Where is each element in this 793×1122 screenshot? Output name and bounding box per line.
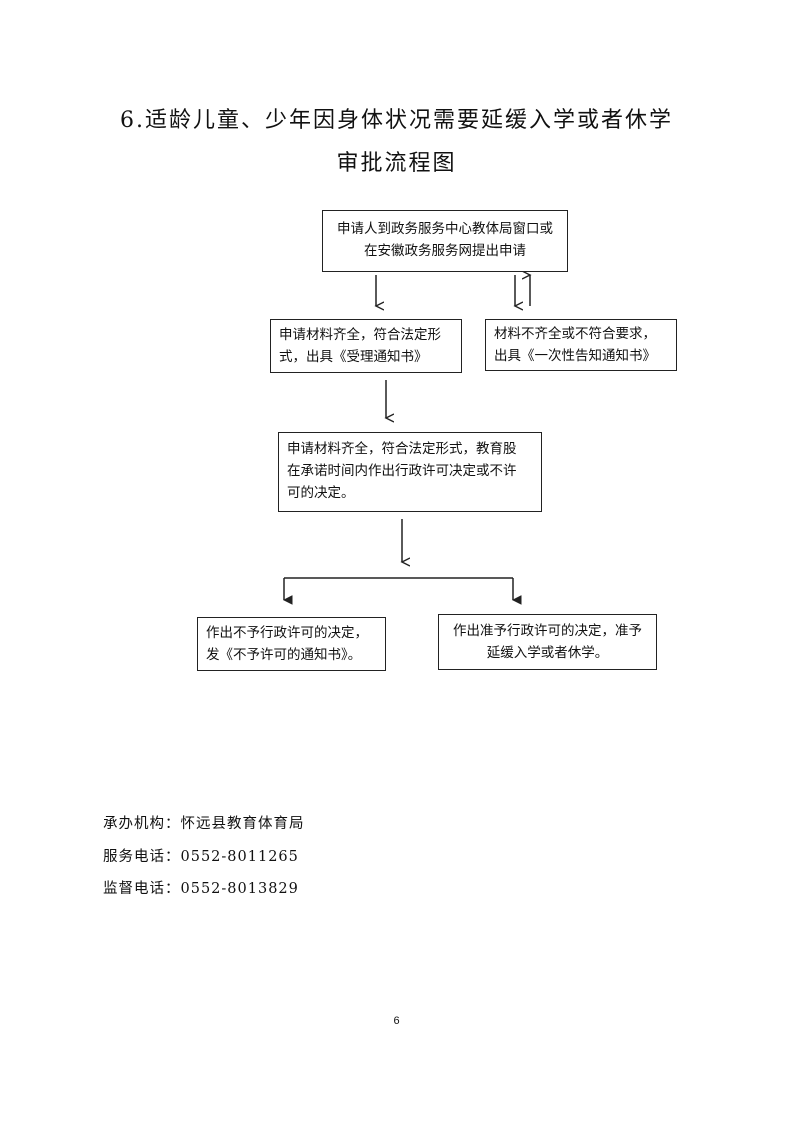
deny-line2: 发《不予许可的通知书》。	[206, 647, 362, 663]
apply-box: 申请人到政务服务中心教体局窗口或 在安徽政务服务网提出申请	[322, 210, 568, 272]
page-number: 6	[393, 1015, 400, 1027]
page-subtitle: 审批流程图	[336, 151, 457, 176]
org-text: 承办机构：怀远县教育体育局	[103, 816, 305, 832]
accept-line1: 申请材料齐全，符合法定形	[279, 327, 441, 343]
apply-line1: 申请人到政务服务中心教体局窗口或	[337, 221, 553, 237]
incomplete-line2: 出具《一次性告知通知书》	[494, 348, 656, 364]
deny-box: 作出不予行政许可的决定， 发《不予许可的通知书》。	[197, 617, 386, 671]
review-line1: 申请材料齐全，符合法定形式，教育股	[287, 441, 517, 457]
approve-box: 作出准予行政许可的决定，准予 延缓入学或者休学。	[438, 614, 657, 670]
incomplete-line1: 材料不齐全或不符合要求，	[494, 326, 656, 342]
apply-line2: 在安徽政务服务网提出申请	[364, 243, 526, 259]
approve-line2: 延缓入学或者休学。	[486, 645, 609, 661]
accept-box: 申请材料齐全，符合法定形 式，出具《受理通知书》	[270, 319, 462, 373]
supervise-phone-text: 监督电话：0552-8013829	[103, 881, 299, 897]
review-line2: 在承诺时间内作出行政许可决定或不许	[287, 463, 517, 479]
incomplete-box: 材料不齐全或不符合要求， 出具《一次性告知通知书》	[485, 319, 677, 371]
review-line3: 可的决定。	[287, 485, 355, 501]
review-box: 申请材料齐全，符合法定形式，教育股 在承诺时间内作出行政许可决定或不许 可的决定…	[278, 432, 542, 512]
deny-line1: 作出不予行政许可的决定，	[206, 625, 368, 641]
accept-line2: 式，出具《受理通知书》	[279, 349, 428, 365]
approve-line1: 作出准予行政许可的决定，准予	[453, 623, 642, 639]
service-phone-text: 服务电话：0552-8011265	[103, 849, 299, 865]
page-title: 6.适龄儿童、少年因身体状况需要延缓入学或者休学	[120, 108, 673, 133]
